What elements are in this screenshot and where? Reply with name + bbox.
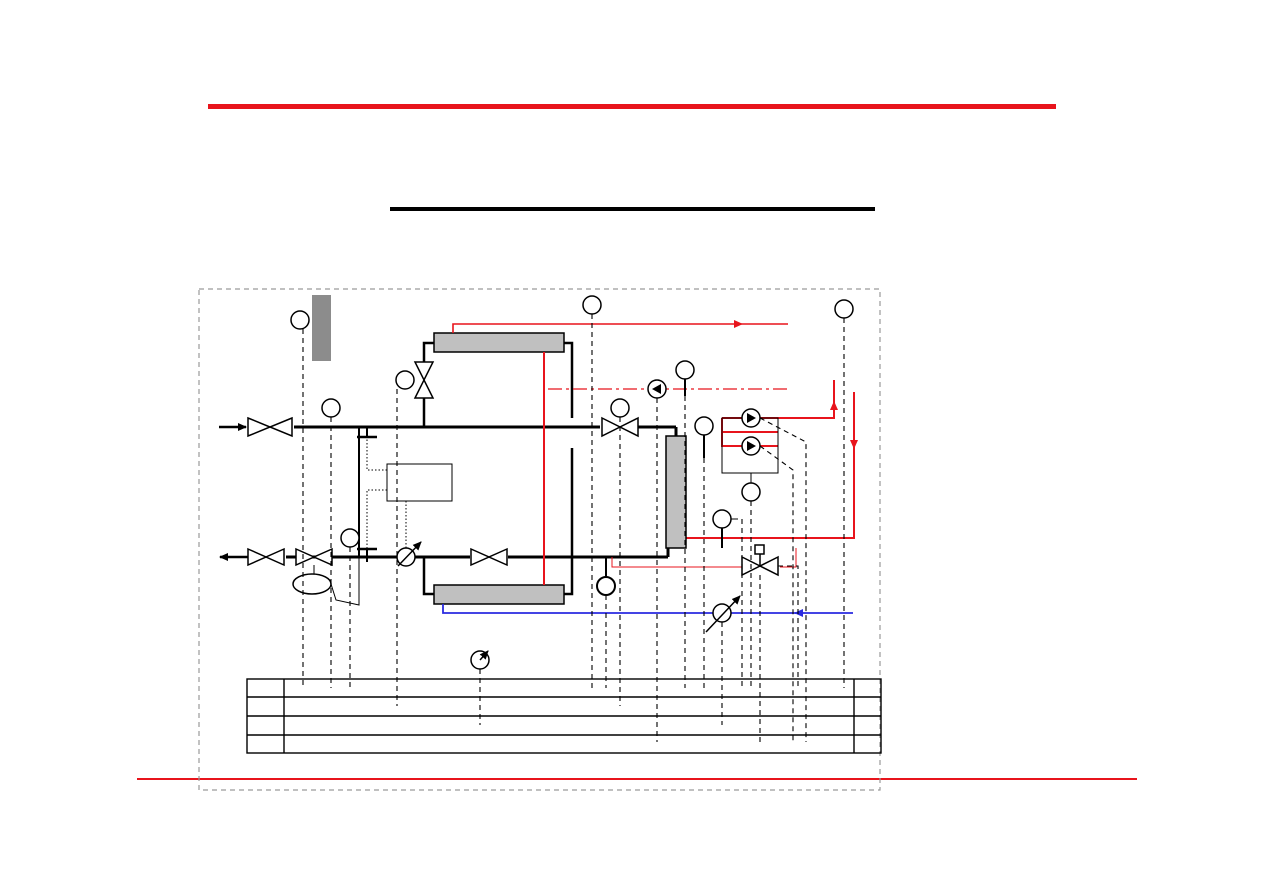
control-valve-icon[interactable] [741,544,779,577]
instrument-bubble-2 [321,398,341,418]
cold-return-line-body [442,604,797,614]
top-storage-tank [433,332,565,353]
vessel-connection [313,557,360,606]
title-underline [390,207,875,211]
instrument-bubble-9 [741,482,761,502]
regulating-valve-return-icon[interactable] [396,541,422,567]
expansion-vessel-icon [292,573,332,595]
instrument-bubble-6 [610,398,630,418]
circulation-pump-lower [741,436,761,456]
top-rule [208,104,1056,109]
instrument-bubble-7 [675,360,695,380]
controller-signal-upper [366,437,387,471]
instrument-bubble-8 [694,416,714,436]
bottom-rule [137,778,1137,780]
instrument-bubble-4 [395,370,415,390]
signal-table [246,678,882,754]
bottom-storage-tank [433,584,565,605]
hot-loop-return-lower [686,448,855,539]
diagram-frame [198,288,881,791]
instrument-bubble-1 [290,310,310,330]
circulation-pump-upper [741,408,761,428]
gate-valve-return-second-icon[interactable] [295,547,333,567]
pump-signal-upper [759,417,807,742]
gate-valve-return-middle-icon[interactable] [470,547,508,567]
bottom-tank-branch [422,557,434,596]
top-tank-right [564,341,574,418]
flow-meter-icon [470,650,490,670]
regulating-valve-cold-icon[interactable] [705,595,741,633]
top-tank-branch [422,341,434,427]
control-valve-signal [778,565,799,688]
instrument-bubble-11 [834,299,854,319]
gate-valve-return-outlet-icon[interactable] [247,547,285,567]
grey-block [312,295,331,361]
three-way-valve-top-branch-icon[interactable] [413,361,435,399]
instrument-bubble-3 [340,528,360,548]
instrument-bubble-5 [582,295,602,315]
riser-lower [564,448,574,596]
pump-signal-lower [759,445,794,742]
gate-valve-supply-right-icon[interactable] [601,416,639,438]
flow-pump-indicator-icon [647,379,667,399]
heat-exchanger [665,435,687,549]
hot-flow-line-top [452,320,743,333]
gate-valve-supply-inlet-icon[interactable] [247,416,293,438]
hot-loop-out [722,401,838,419]
instrument-bubble-12 [596,576,616,596]
controller-signal-lower [366,489,387,549]
instrument-bubble-10 [712,509,732,529]
controller-box [386,463,453,502]
